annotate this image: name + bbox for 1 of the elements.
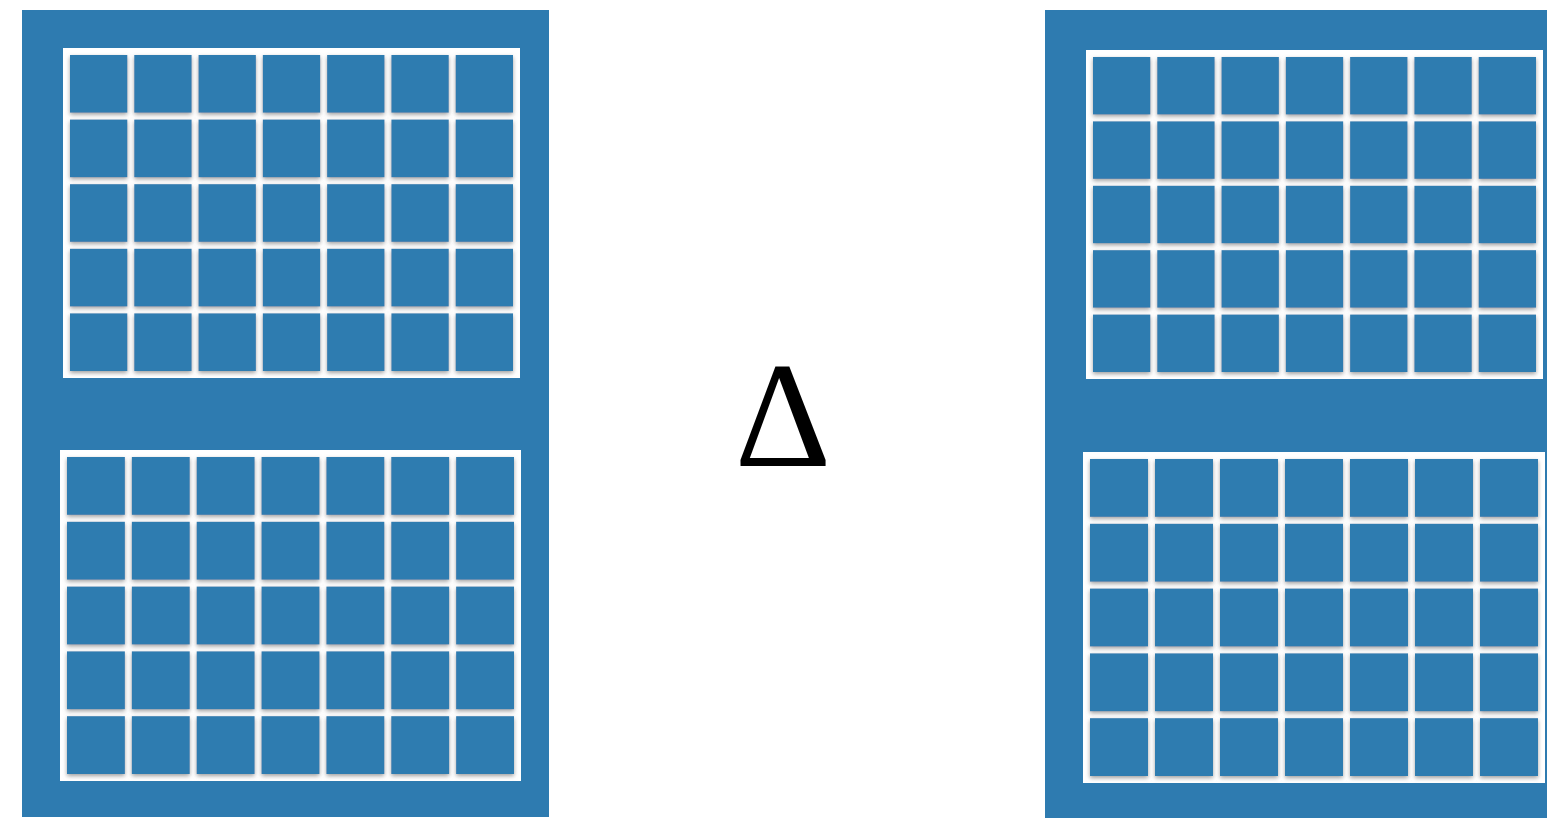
delta-symbol: Δ xyxy=(734,340,832,490)
